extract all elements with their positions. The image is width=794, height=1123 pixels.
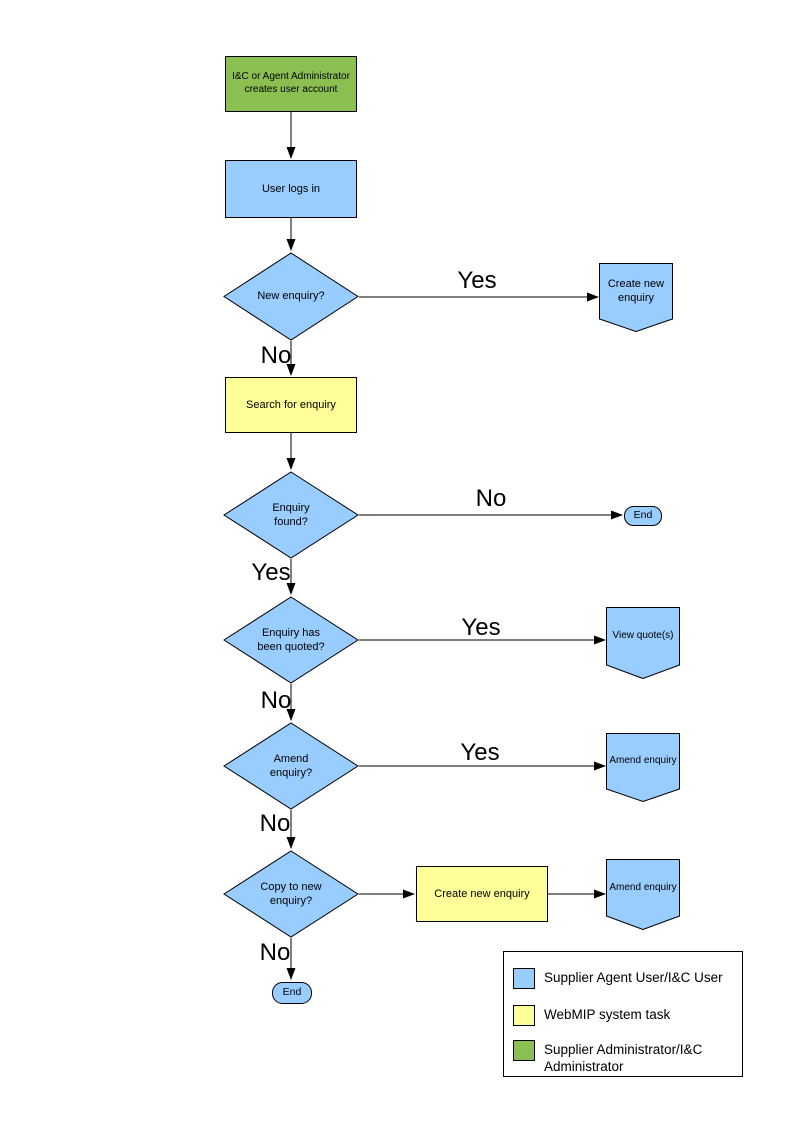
node-user-logs-in: User logs in	[225, 160, 357, 218]
offpage-pentagon-shape	[606, 607, 680, 679]
node-label: Copy to new enquiry?	[260, 880, 322, 907]
green-swatch	[513, 1040, 535, 1061]
node-create-new-enquiry-task: Create new enquiry	[416, 866, 548, 922]
diamond-shape	[223, 471, 359, 559]
edge-label-amend-yes: Yes	[460, 739, 500, 766]
node-label: Create new enquiry	[434, 887, 530, 900]
edge-label-new-enquiry-no: No	[260, 342, 292, 369]
node-admin-creates-account: I&C or Agent Administrator creates user …	[225, 56, 357, 112]
node-copy-to-new-enquiry-decision: Copy to new enquiry?	[223, 850, 359, 938]
node-amend-enquiry-link-2: Amend enquiry	[606, 859, 680, 930]
offpage-pentagon-shape	[599, 263, 673, 332]
legend-item-blue: Supplier Agent User/I&C User	[513, 968, 723, 989]
edge-label-new-enquiry-yes: Yes	[457, 267, 497, 294]
edge-label-found-no: No	[475, 485, 507, 512]
diamond-shape	[223, 596, 359, 684]
node-label: Amend enquiry	[609, 754, 677, 766]
node-label: Search for enquiry	[246, 398, 336, 411]
edge-label-copy-no: No	[259, 939, 291, 966]
blue-swatch	[513, 968, 535, 989]
node-view-quotes-link: View quote(s)	[606, 607, 680, 679]
node-label: New enquiry?	[257, 290, 325, 303]
node-new-enquiry-decision: New enquiry?	[223, 252, 359, 341]
node-end-1: End	[624, 506, 662, 526]
process-rect	[225, 56, 357, 112]
node-label: End	[282, 986, 302, 999]
node-label: View quote(s)	[612, 630, 674, 642]
process-rect	[416, 866, 548, 922]
legend: Supplier Agent User/I&C User WebMIP syst…	[503, 951, 743, 1077]
node-enquiry-found-decision: Enquiry found?	[223, 471, 359, 559]
node-label: Create new enquiry	[607, 277, 665, 304]
edge-label-quoted-yes: Yes	[461, 614, 501, 641]
node-label: Amend enquiry	[609, 881, 677, 893]
edge-label-found-yes: Yes	[251, 559, 291, 586]
node-amend-enquiry-link-1: Amend enquiry	[606, 733, 680, 802]
node-label: Enquiry has been quoted?	[257, 626, 325, 653]
edge-label-amend-no: No	[259, 810, 291, 837]
legend-label: WebMIP system task	[544, 1007, 671, 1022]
edge-label-quoted-no: No	[260, 687, 292, 714]
process-rect	[225, 160, 357, 218]
offpage-pentagon-shape	[606, 733, 680, 802]
legend-label: Supplier Agent User/I&C User	[544, 970, 723, 985]
offpage-pentagon-shape	[606, 859, 680, 930]
node-label: Amend enquiry?	[269, 752, 313, 779]
node-search-for-enquiry: Search for enquiry	[225, 377, 357, 433]
process-rect	[225, 377, 357, 433]
yellow-swatch	[513, 1005, 535, 1026]
legend-item-yellow: WebMIP system task	[513, 1005, 670, 1026]
diamond-shape	[223, 252, 359, 341]
legend-item-green: Supplier Administrator/I&C Administrator	[513, 1040, 702, 1076]
node-label: User logs in	[261, 182, 321, 195]
legend-label: Supplier Administrator/I&C Administrator	[544, 1042, 703, 1074]
node-label: End	[633, 509, 653, 522]
diamond-shape	[223, 850, 359, 938]
node-end-2: End	[272, 982, 312, 1004]
terminator-shape	[624, 506, 662, 526]
node-label: I&C or Agent Administrator creates user …	[232, 71, 350, 95]
node-create-new-enquiry-link: Create new enquiry	[599, 263, 673, 332]
node-label: Enquiry found?	[272, 501, 310, 528]
node-enquiry-quoted-decision: Enquiry has been quoted?	[223, 596, 359, 684]
terminator-shape	[272, 982, 312, 1004]
node-amend-enquiry-decision: Amend enquiry?	[223, 722, 359, 810]
diamond-shape	[223, 722, 359, 810]
